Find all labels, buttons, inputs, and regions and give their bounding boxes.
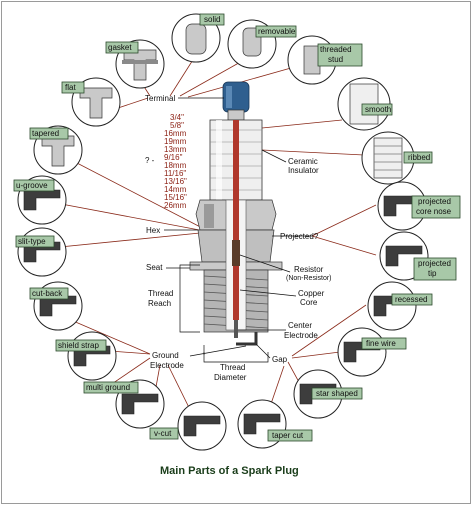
smooth-label: smooth [365, 105, 391, 114]
thread-size-9: 14mm [164, 185, 187, 194]
thread-size-11: 26mm [164, 201, 187, 210]
ground-label: Ground [152, 351, 179, 360]
resistor-label: Resistor [294, 265, 324, 274]
removable-label: removable [258, 27, 296, 36]
variant-u-groove: u-groove [13, 175, 67, 225]
resistor [232, 240, 240, 266]
thread-size-10: 15/16" [164, 193, 187, 202]
non-resistor-label: (Non-Resistor) [286, 275, 332, 282]
projected-core-label: projected [418, 197, 451, 206]
variant-recessed: recessed [367, 281, 433, 331]
thread-size-8: 13/16" [164, 177, 187, 186]
stud-label: stud [328, 55, 343, 64]
star-shaped-label: star shaped [316, 389, 358, 398]
variant-tapered: tapered [29, 125, 83, 175]
projected-tip-label-2: tip [428, 269, 437, 278]
ground-electrode [236, 332, 258, 346]
variant-cut-back: cut-back [29, 281, 83, 331]
recessed-label: recessed [395, 295, 427, 304]
variant-flat: flat [61, 77, 121, 127]
hex-label: Hex [146, 226, 160, 235]
variant-gasket: gasket [105, 39, 165, 89]
variant-projected-core-nose: projected core nose [377, 181, 461, 231]
diagram-title: Main Parts of a Spark Plug [160, 465, 299, 477]
v-cut-label: v-cut [154, 429, 172, 438]
copper-core [233, 120, 239, 320]
variant-projected-tip: projected tip [379, 231, 457, 281]
solid-label: solid [204, 15, 220, 24]
thread-size-7: 11/16" [164, 169, 186, 178]
variant-taper-cut: taper cut [237, 399, 313, 449]
thread-size-1: 5/8" [170, 121, 184, 130]
variant-solid: solid [171, 13, 225, 63]
projected-tip-label-1: projected [418, 259, 451, 268]
thread-reach-label-1: Thread [148, 289, 173, 298]
seat-label: Seat [146, 263, 163, 272]
thread-size-3: 19mm [164, 137, 187, 146]
thread-size-2: 16mm [164, 129, 187, 138]
u-groove-label: u-groove [16, 181, 48, 190]
copper-label: Copper [298, 289, 325, 298]
variant-slit-type: slit-type [15, 227, 67, 277]
projected-label: Projected? [280, 232, 319, 241]
variant-threaded-stud: threaded stud [287, 35, 363, 85]
gap-label: Gap [272, 355, 288, 364]
variant-smooth: smooth [337, 77, 393, 131]
variant-multi-ground: multi ground [83, 379, 165, 429]
gasket-label: gasket [108, 43, 132, 52]
center-label: Center [288, 321, 312, 330]
shield-strap-label: shield strap [58, 341, 99, 350]
thread-size-5: 9/16" [164, 153, 183, 162]
thread-size-0: 3/4" [170, 113, 184, 122]
core-nose-label: core nose [416, 207, 452, 216]
ground-electrode-label: Electrode [150, 361, 184, 370]
tapered-label: tapered [32, 129, 59, 138]
variant-v-cut: v-cut [149, 401, 227, 451]
core-label: Core [300, 298, 318, 307]
ribbed-label: ribbed [408, 153, 430, 162]
thread-size-6: 18mm [164, 161, 187, 170]
part-leaders [164, 97, 312, 359]
variant-ribbed: ribbed [361, 131, 433, 185]
ceramic-label: Ceramic [288, 157, 318, 166]
thread-reach-label-2: Reach [148, 299, 171, 308]
variant-shield-strap: shield strap [55, 331, 117, 381]
cut-back-label: cut-back [32, 289, 63, 298]
slit-type-label: slit-type [18, 237, 46, 246]
thread-size-4: 13mm [164, 145, 187, 154]
fine-wire-label: fine wire [366, 339, 396, 348]
diameter-label: Diameter [214, 373, 247, 382]
center-electrode [234, 320, 238, 338]
thread-diameter-label-1: Thread [220, 363, 245, 372]
spark-plug [189, 81, 283, 346]
variant-star-shaped: star shaped [293, 369, 363, 419]
terminal-label: Terminal [145, 94, 175, 103]
variant-fine-wire: fine wire [337, 327, 407, 377]
taper-cut-label: taper cut [272, 431, 304, 440]
insulator-label: Insulator [288, 166, 319, 175]
flat-label: flat [65, 83, 76, 92]
variant-removable: removable [227, 19, 297, 69]
thread-size-list: 3/4" 5/8" 16mm 19mm 13mm 9/16" 18mm 11/1… [145, 113, 187, 210]
question-mark: ? - [145, 156, 155, 165]
center-electrode-label: Electrode [284, 331, 318, 340]
threaded-label: threaded [320, 45, 352, 54]
multi-ground-label: multi ground [86, 383, 130, 392]
